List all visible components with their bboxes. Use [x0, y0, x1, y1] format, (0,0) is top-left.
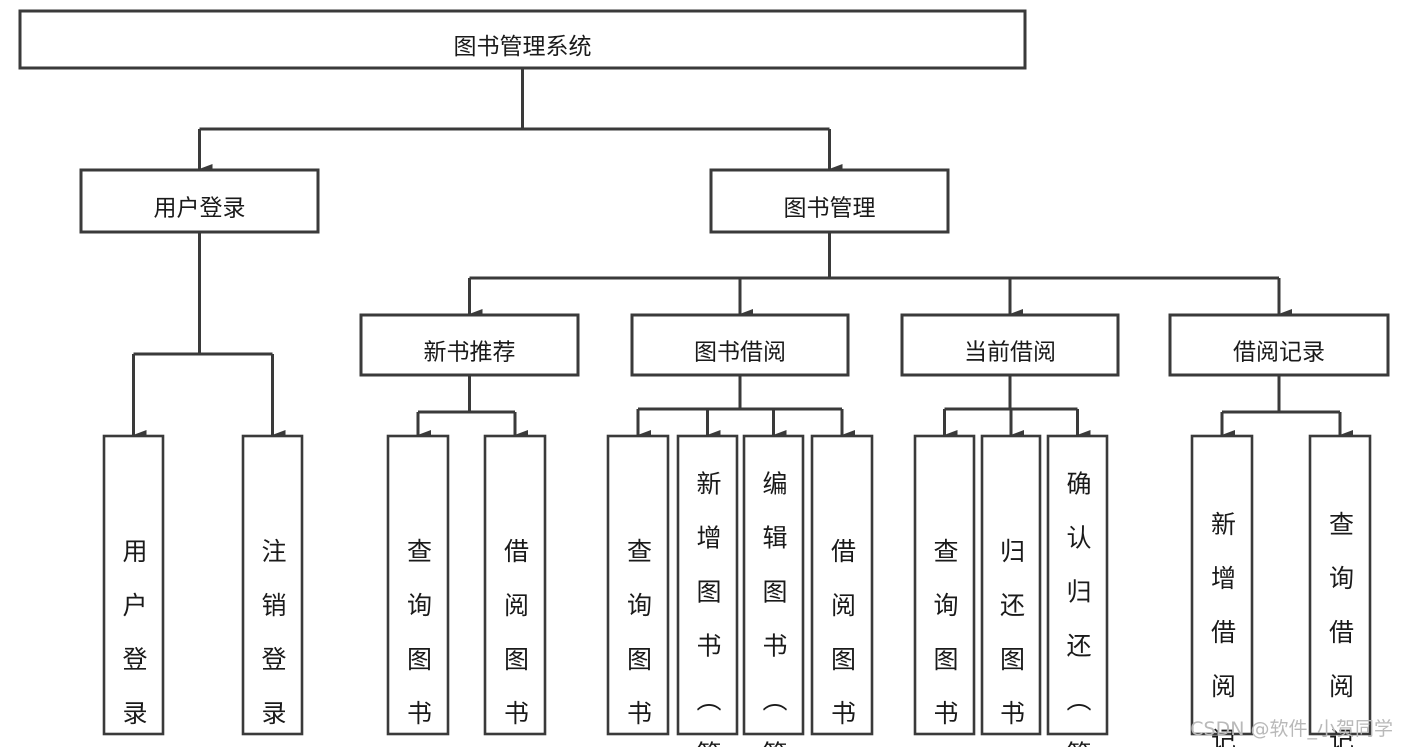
node-label-borrow-record: 借阅记录: [1233, 340, 1325, 366]
node-box-current-borrow: [900, 313, 1120, 377]
node-leaf-return-book[interactable]: 归还图书: [980, 434, 1042, 736]
node-box-leaf-query-book-current: [913, 434, 976, 736]
node-box-leaf-query-book-borrow: [606, 434, 670, 736]
node-book-borrow[interactable]: 图书借阅: [630, 313, 850, 377]
node-box-leaf-query-borrow-record: [1308, 434, 1372, 736]
node-new-book-recommend[interactable]: 新书推荐: [359, 313, 580, 377]
node-box-leaf-add-book-admin: [676, 434, 739, 736]
node-box-leaf-logout: [241, 434, 304, 736]
node-label-leaf-add-borrow-record: 新增借阅记录: [1208, 511, 1237, 747]
node-label-new-book-recommend: 新书推荐: [424, 340, 516, 366]
connector-user-login-to-leaves: [132, 232, 286, 441]
node-label-leaf-query-book-current: 查询图书: [930, 538, 959, 727]
node-leaf-query-book-current[interactable]: 查询图书: [913, 434, 976, 736]
node-label-leaf-edit-book-admin: 编辑图书（管理员）: [759, 471, 788, 747]
node-leaf-add-book-admin[interactable]: 新增图书（管理员）: [676, 434, 739, 747]
node-leaf-user-login[interactable]: 用户登录: [102, 434, 165, 736]
node-box-leaf-borrow-book-rec: [483, 434, 547, 736]
node-box-user-login: [79, 168, 320, 234]
node-borrow-record[interactable]: 借阅记录: [1168, 313, 1390, 377]
node-box-leaf-borrow-book: [810, 434, 874, 736]
csdn-watermark: CSDN @软件_小贺同学: [1190, 718, 1393, 740]
node-label-current-borrow: 当前借阅: [964, 340, 1056, 366]
node-label-leaf-user-login: 用户登录: [119, 538, 148, 727]
node-label-leaf-query-borrow-record: 查询借阅记录: [1326, 511, 1355, 747]
node-box-leaf-return-book: [980, 434, 1042, 736]
node-leaf-add-borrow-record[interactable]: 新增借阅记录: [1190, 434, 1254, 747]
node-box-leaf-user-login: [102, 434, 165, 736]
connector-book-borrow-to-leaves: [636, 375, 855, 441]
node-box-book-management: [709, 168, 950, 234]
node-root[interactable]: 图书管理系统: [18, 9, 1027, 70]
node-label-leaf-add-book-admin: 新增图书（管理员）: [693, 471, 722, 747]
node-label-leaf-logout: 注销登录: [258, 538, 287, 727]
node-label-leaf-query-book-rec: 查询图书: [404, 538, 433, 727]
connector-borrow-record-to-leaves: [1220, 375, 1353, 441]
node-label-leaf-return-book: 归还图书: [997, 538, 1026, 727]
node-label-leaf-query-book-borrow: 查询图书: [624, 538, 653, 727]
connector-current-borrow-to-leaves: [943, 375, 1091, 441]
node-book-management[interactable]: 图书管理: [709, 168, 950, 234]
node-box-borrow-record: [1168, 313, 1390, 377]
node-box-root: [18, 9, 1027, 70]
node-leaf-borrow-book[interactable]: 借阅图书: [810, 434, 874, 736]
connectors-layer: [132, 68, 1353, 441]
node-box-leaf-add-borrow-record: [1190, 434, 1254, 736]
node-leaf-query-book-rec[interactable]: 查询图书: [386, 434, 450, 736]
node-box-new-book-recommend: [359, 313, 580, 377]
node-box-leaf-confirm-return-admin: [1046, 434, 1109, 736]
node-leaf-query-borrow-record[interactable]: 查询借阅记录: [1308, 434, 1372, 747]
nodes-layer: 图书管理系统用户登录图书管理新书推荐图书借阅当前借阅借阅记录用户登录注销登录查询…: [18, 9, 1390, 747]
node-leaf-logout[interactable]: 注销登录: [241, 434, 304, 736]
node-leaf-confirm-return-admin[interactable]: 确认归还（管理员）: [1046, 434, 1109, 747]
node-current-borrow[interactable]: 当前借阅: [900, 313, 1120, 377]
node-leaf-edit-book-admin[interactable]: 编辑图书（管理员）: [742, 434, 805, 747]
node-label-leaf-borrow-book-rec: 借阅图书: [501, 538, 530, 727]
node-label-book-management: 图书管理: [784, 196, 876, 222]
node-leaf-borrow-book-rec[interactable]: 借阅图书: [483, 434, 547, 736]
node-box-leaf-edit-book-admin: [742, 434, 805, 736]
connector-new-book-recommend-to-leaves: [416, 375, 528, 441]
node-label-root: 图书管理系统: [454, 34, 592, 60]
connector-root-to-level2: [198, 68, 843, 175]
node-box-leaf-query-book-rec: [386, 434, 450, 736]
node-label-leaf-borrow-book: 借阅图书: [828, 538, 857, 727]
node-user-login[interactable]: 用户登录: [79, 168, 320, 234]
node-box-book-borrow: [630, 313, 850, 377]
connector-book-management-to-level3: [468, 232, 1292, 320]
node-leaf-query-book-borrow[interactable]: 查询图书: [606, 434, 670, 736]
node-label-book-borrow: 图书借阅: [694, 340, 786, 366]
node-label-leaf-confirm-return-admin: 确认归还（管理员）: [1063, 471, 1092, 747]
node-label-user-login: 用户登录: [154, 196, 246, 222]
